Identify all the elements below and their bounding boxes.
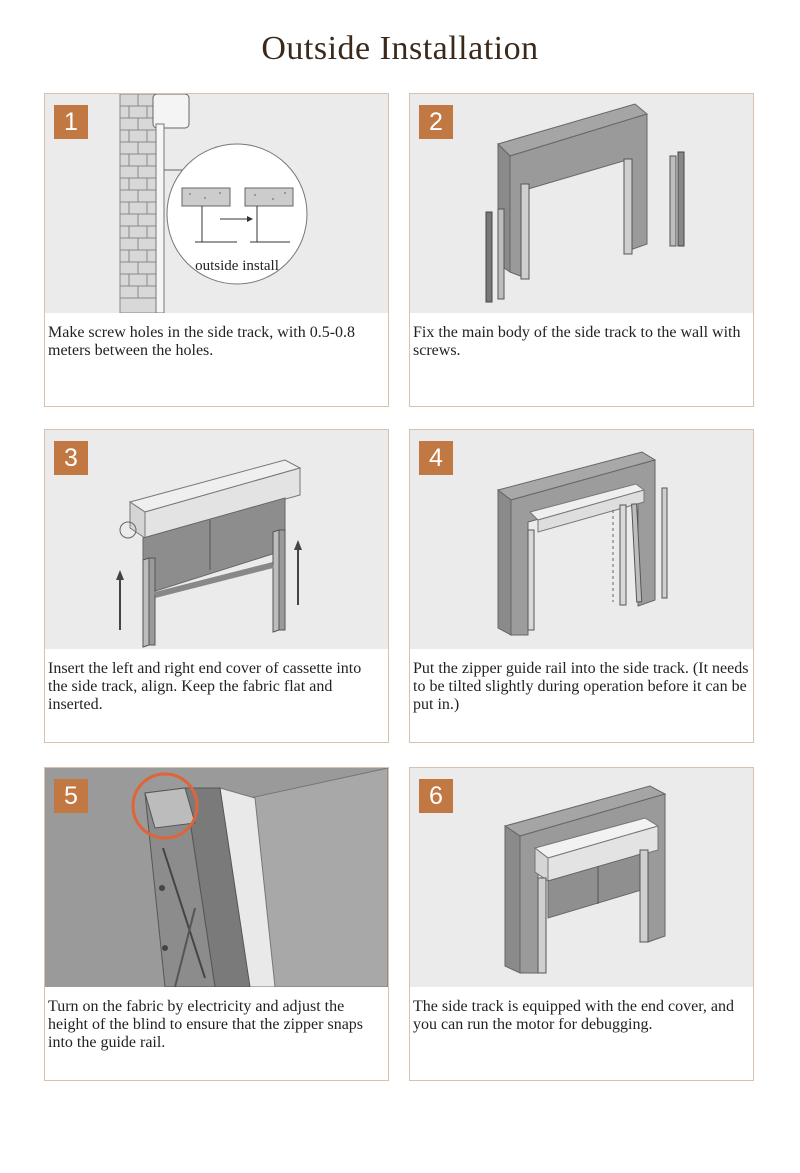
step-number-badge: 1 [54,105,88,139]
step-caption: Make screw holes in the side track, with… [48,324,384,360]
step-1-illustration: outside install 1 [45,94,388,313]
step-2-illustration: 2 [410,94,753,313]
step-4-illustration: 4 [410,430,753,649]
step-caption: Turn on the fabric by electricity and ad… [48,998,384,1052]
step-number-badge: 2 [419,105,453,139]
step-number-badge: 3 [54,441,88,475]
step-caption: Put the zipper guide rail into the side … [413,660,749,714]
step-number-badge: 6 [419,779,453,813]
step-caption: Insert the left and right end cover of c… [48,660,384,714]
step-card-6: 6 The side track is equipped with the en… [409,767,754,1081]
step-5-illustration: 5 [45,768,388,987]
zipper-closeup-diagram [45,768,388,987]
step-3-illustration: 3 [45,430,388,649]
step-card-4: 4 Put the zipper guide rail into the sid… [409,429,754,743]
step-6-illustration: 6 [410,768,753,987]
brick-wall-diagram: outside install [45,94,388,313]
page-title: Outside Installation [0,30,800,68]
frame-diagram [410,94,753,313]
guide-rail-diagram [410,430,753,649]
cassette-diagram [45,430,388,649]
step-card-3: 3 Insert the left and right end cover of… [44,429,389,743]
completed-install-diagram [410,768,753,987]
step-card-2: 2 Fix the main body of the side track to… [409,93,754,407]
step-caption: The side track is equipped with the end … [413,998,749,1034]
step-number-badge: 4 [419,441,453,475]
step-number-badge: 5 [54,779,88,813]
step-caption: Fix the main body of the side track to t… [413,324,749,360]
inset-label: outside install [195,258,279,274]
step-card-5: 5 Turn on the fabric by electricity and … [44,767,389,1081]
step-card-1: outside install 1 Make screw holes in th… [44,93,389,407]
